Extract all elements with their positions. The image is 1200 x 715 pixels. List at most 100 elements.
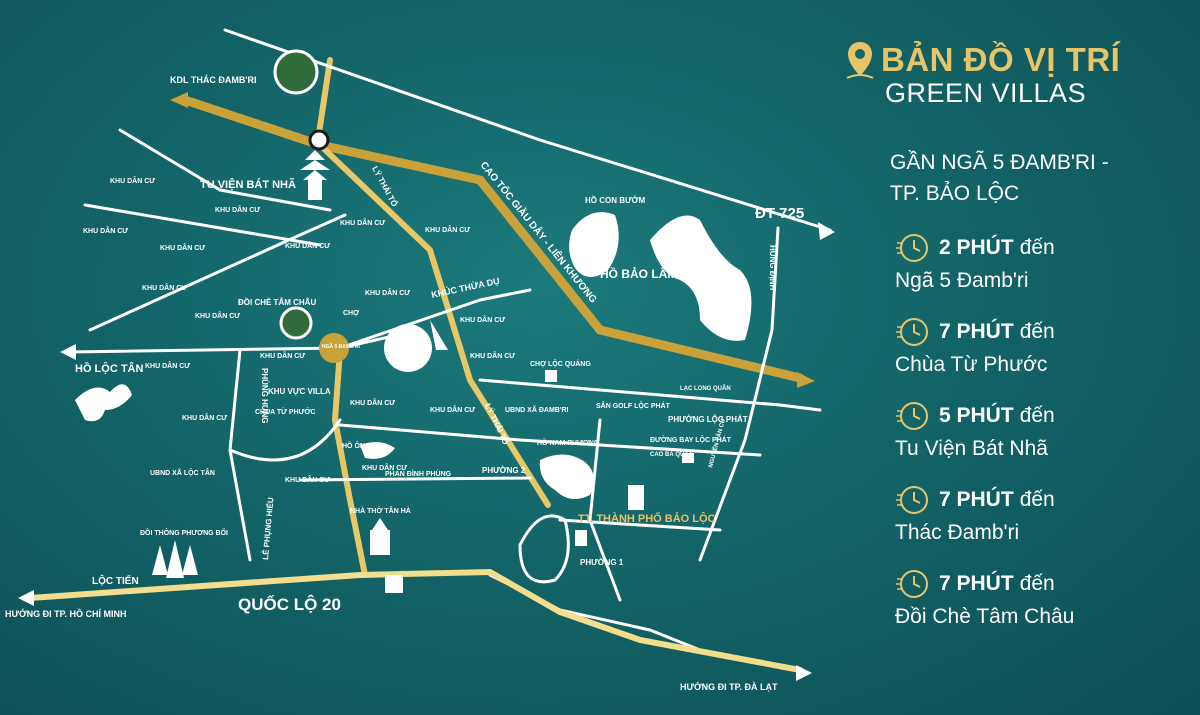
road-gold-north	[180, 95, 805, 383]
travel-minutes: 7 PHÚT	[939, 572, 1014, 595]
khu-dan-cu-2: KHU DÂN CƯ	[215, 205, 260, 214]
label-phan-dinh-phung: PHAN ĐÌNH PHÙNG	[385, 469, 452, 478]
label-le-phung-hieu: LÊ PHỤNG HIỂU	[261, 497, 275, 560]
road-west-3	[88, 213, 347, 332]
khu-dan-cu-7: KHU DÂN CƯ	[425, 225, 470, 234]
road-west-2	[83, 203, 322, 247]
label-doi-che: ĐỒI CHÈ TÂM CHÂU	[238, 297, 316, 307]
label-san-golf: SÂN GOLF LỘC PHÁT	[596, 401, 671, 410]
location-pin-icon	[846, 42, 874, 79]
travel-item: 7 PHÚT đến Đồi Chè Tâm Châu	[895, 567, 1175, 629]
road-tp-bao-loc	[558, 518, 722, 532]
road-nga5-west	[68, 328, 422, 354]
page-title: BẢN ĐỒ VỊ TRÍ	[881, 41, 1121, 78]
location-map: KDL THÁC ĐAMB'RI TU VIỆN BÁT NHÃ ĐỒI CHÈ…	[5, 49, 835, 692]
label-doi-thong: ĐỒI THÔNG PHƯƠNG BỐI	[140, 527, 228, 537]
khu-dan-cu-6: KHU DÂN CƯ	[340, 218, 385, 227]
road-ring	[518, 514, 570, 584]
label-ho-nam-phuong: HỒ NAM PHƯƠNG	[537, 437, 600, 447]
travel-item: 7 PHÚT đến Thác Đamb'ri	[895, 483, 1175, 545]
label-tu-vien: TU VIỆN BÁT NHÃ	[200, 178, 296, 191]
travel-item: 5 PHÚT đến Tu Viện Bát Nhã	[895, 399, 1175, 461]
khu-dan-cu-8: KHU DÂN CƯ	[142, 283, 187, 292]
green-villas-logo	[384, 324, 432, 372]
building-icon-1	[628, 485, 644, 510]
road-middle	[338, 423, 762, 457]
khu-dan-cu-12: KHU DÂN CƯ	[145, 361, 190, 370]
lake-ho-nam-phuong	[539, 454, 594, 499]
travel-word: đến	[1019, 236, 1055, 259]
lake-ho-ong-du	[360, 442, 395, 459]
label-cao-ba-quat: CAO BÁ QUÁT	[650, 451, 693, 458]
clock-speed-icon	[896, 570, 928, 598]
label-phung-hung: PHÙNG HƯNG	[260, 368, 269, 424]
khu-dan-cu-5: KHU DÂN CƯ	[285, 241, 330, 250]
khu-dan-cu-4: KHU DÂN CƯ	[160, 243, 205, 252]
road-ly-thai-to	[317, 142, 551, 508]
label-cho-loc-quang: CHỢ LỘC QUẢNG	[530, 359, 591, 368]
road-khuc-thua-du	[338, 288, 532, 350]
label-phuong-2: PHƯỜNG 2	[482, 466, 526, 475]
khu-dan-cu-1: KHU DÂN CƯ	[110, 176, 155, 185]
travel-item: 7 PHÚT đến Chùa Từ Phước	[895, 315, 1175, 377]
road-south-2	[488, 573, 702, 652]
label-cho: CHỢ	[343, 310, 359, 317]
clock-speed-icon	[896, 318, 928, 346]
label-loc-tien: LỘC TIẾN	[92, 574, 139, 587]
label-ho-bao-lam: HỒ BẢO LÂM	[600, 266, 677, 281]
arrow-west-gold	[170, 92, 188, 108]
info-panel: BẢN ĐỒ VỊ TRÍ GREEN VILLAS GẦN NGÃ 5 ĐAM…	[845, 40, 1175, 629]
label-huong-dalat: HƯỚNG ĐI TP. ĐÀ LẠT	[680, 681, 778, 692]
khu-dan-cu-15: KHU DÂN CƯ	[182, 413, 227, 422]
arrow-dt725	[818, 222, 835, 240]
location-subtitle: GẦN NGÃ 5 ĐAMB'RI - TP. BẢO LỘC	[890, 147, 1175, 209]
road-le-phung-hieu	[332, 347, 368, 578]
khu-dan-cu-labels: KHU DÂN CƯ KHU DÂN CƯ KHU DÂN CƯ KHU DÂN…	[83, 176, 515, 484]
label-ubnd-dambri: UBND XÃ ĐAMB'RI	[505, 405, 569, 414]
road-loc-phat	[588, 418, 622, 602]
label-ho-con-buom: HỒ CON BƯỚM	[585, 195, 645, 205]
label-lac-long-quan: LẠC LONG QUÂN	[680, 385, 731, 392]
label-hung-dinh: HÙNG ĐỊNH	[768, 245, 777, 291]
church-icon	[370, 518, 390, 555]
travel-word: đến	[1019, 488, 1055, 511]
travel-destination: Đồi Chè Tâm Châu	[895, 605, 1075, 628]
clock-speed-icon	[896, 234, 928, 262]
travel-destination: Tu Viện Bát Nhã	[895, 437, 1048, 460]
travel-minutes: 5 PHÚT	[939, 404, 1014, 427]
road-south-1	[298, 476, 532, 482]
title-row: BẢN ĐỒ VỊ TRÍ	[845, 40, 1175, 80]
label-huong-hcm: HƯỚNG ĐI TP. HỒ CHÍ MINH	[5, 608, 126, 619]
khu-dan-cu-19: KHU DÂN CƯ	[285, 475, 330, 484]
pine-trees-icon	[152, 540, 198, 578]
khu-dan-cu-17: KHU DÂN CƯ	[430, 405, 475, 414]
road-hung-dinh	[698, 226, 780, 562]
green-villas-flag	[430, 320, 448, 350]
label-chua-tu-phuoc: CHÙA TỪ PHƯỚC	[255, 407, 316, 416]
travel-minutes: 7 PHÚT	[939, 320, 1014, 343]
khu-dan-cu-14: KHU DÂN CƯ	[470, 351, 515, 360]
khu-dan-cu-18: KHU DÂN CƯ	[362, 463, 407, 472]
travel-destination: Thác Đamb'ri	[895, 521, 1020, 544]
khu-dan-cu-11: KHU DÂN CƯ	[460, 315, 505, 324]
roundabout-north	[308, 129, 330, 151]
label-duong-bay: ĐƯỜNG BAY LỘC PHÁT	[650, 435, 732, 444]
khu-dan-cu-3: KHU DÂN CƯ	[83, 226, 128, 235]
khu-dan-cu-10: KHU DÂN CƯ	[365, 288, 410, 297]
khu-dan-cu-16: KHU DÂN CƯ	[350, 398, 395, 407]
label-nga5: NGÃ 5 ĐAMB'RI	[322, 343, 360, 350]
khu-dan-cu-9: KHU DÂN CƯ	[195, 311, 240, 320]
label-nha-tho: NHÀ THỜ TÂN HÀ	[350, 506, 411, 515]
travel-word: đến	[1019, 320, 1055, 343]
road-loop	[228, 418, 342, 462]
label-phuong-1: PHƯỜNG 1	[580, 558, 624, 567]
travel-destination: Ngã 5 Đamb'ri	[895, 269, 1029, 292]
arrow-hcm	[18, 590, 34, 606]
building-icon-2	[575, 530, 587, 546]
road-cao-toc	[315, 57, 333, 143]
pagoda-icon	[300, 150, 330, 200]
location-line-1: GẦN NGÃ 5 ĐAMB'RI -	[890, 151, 1109, 174]
thac-dambri-photo	[273, 49, 319, 95]
clock-speed-icon	[896, 486, 928, 514]
location-line-2: TP. BẢO LỘC	[890, 182, 1020, 205]
